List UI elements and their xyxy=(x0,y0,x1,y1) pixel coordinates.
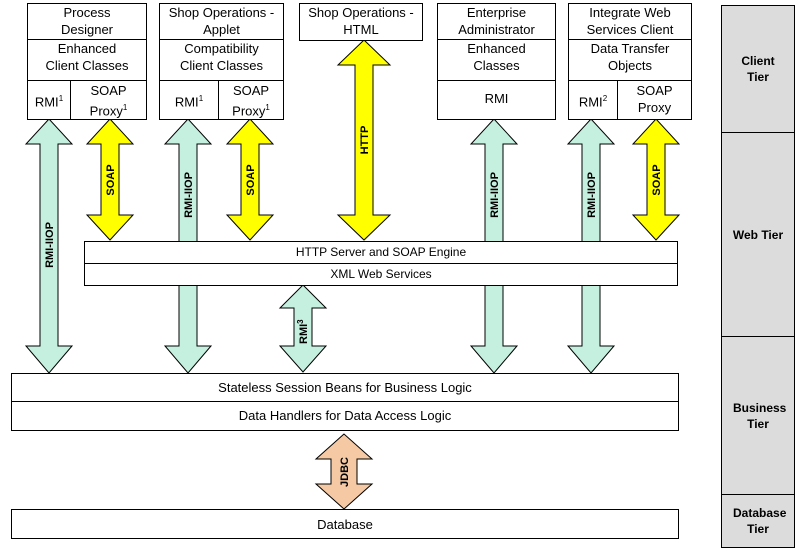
process-designer-soap-cell xyxy=(70,80,147,120)
jdbc-label: JDBC xyxy=(339,457,351,487)
soap-label: SOAP xyxy=(245,164,257,195)
shop-applet-soap: SOAP Proxy1 xyxy=(232,83,270,119)
data-handlers-label: Data Handlers for Data Access Logic xyxy=(238,408,452,423)
client-tier: Client Tier xyxy=(721,5,795,133)
web-tier: Web Tier xyxy=(721,132,795,337)
web-services-client-classes: Data Transfer Objects xyxy=(590,41,670,73)
http-arrow: HTTP xyxy=(336,39,392,241)
enterprise-admin-title: Enterprise Administrator xyxy=(458,5,535,37)
jdbc-arrow: JDBC xyxy=(314,433,374,510)
enterprise-admin-classes-box xyxy=(437,39,556,81)
soap-label: SOAP xyxy=(651,164,663,195)
process-designer-classes: Enhanced Client Classes xyxy=(45,41,129,73)
shop-applet-title: Shop Operations - Applet xyxy=(168,5,275,37)
soap-arrow-applet: SOAP xyxy=(225,118,275,241)
database-label: Database xyxy=(317,517,373,532)
shop-applet-classes: Compatibility Client Classes xyxy=(179,41,264,73)
process-designer-classes-box xyxy=(27,39,147,81)
database-box xyxy=(11,509,679,539)
data-handlers-box xyxy=(11,401,679,431)
soap-label: SOAP xyxy=(105,164,117,195)
web-services-client-soap-cell xyxy=(617,80,692,120)
http-label: HTTP xyxy=(359,126,371,155)
process-designer-rmi: RMI1 xyxy=(34,94,64,110)
session-beans-label: Stateless Session Beans for Business Log… xyxy=(218,380,472,395)
shop-applet-rmi: RMI1 xyxy=(174,94,204,110)
rmi-iiop-arrow-process-designer: RMI-IIOP xyxy=(24,118,74,374)
rmi-iiop-label: RMI-IIOP xyxy=(44,222,56,268)
shop-applet-soap-cell xyxy=(218,80,284,120)
rmi-iiop-label: RMI-IIOP xyxy=(183,172,195,218)
shop-html-title: Shop Operations - HTML xyxy=(308,5,414,37)
xml-services-box xyxy=(84,263,678,286)
web-services-client-rmi-cell xyxy=(568,80,618,120)
rmi-iiop-label: RMI-IIOP xyxy=(586,172,598,218)
shop-html-box xyxy=(299,3,423,41)
rmi-iiop-label: RMI-IIOP xyxy=(489,172,501,218)
shop-applet-rmi-cell xyxy=(159,80,219,120)
enterprise-admin-rmi: RMI xyxy=(484,91,509,106)
enterprise-admin-classes: Enhanced Classes xyxy=(467,41,526,73)
xml-services-label: XML Web Services xyxy=(330,267,432,281)
http-server-label: HTTP Server and SOAP Engine xyxy=(295,245,467,259)
web-services-client-rmi: RMI2 xyxy=(578,94,608,110)
rmi3-label: RMI3 xyxy=(296,319,310,344)
process-designer-soap: SOAP Proxy1 xyxy=(89,83,128,119)
database-tier: Database Tier xyxy=(721,494,795,548)
rmi3-arrow: RMI3 xyxy=(278,284,328,373)
process-designer-title: Process Designer xyxy=(60,5,114,37)
business-tier: Business Tier xyxy=(721,336,795,495)
enterprise-admin-rmi-cell xyxy=(437,80,556,120)
web-services-client-soap: SOAP Proxy xyxy=(636,83,673,115)
soap-arrow-web-services-client: SOAP xyxy=(631,118,681,241)
shop-applet-classes-box xyxy=(159,39,284,81)
web-services-client-classes-box xyxy=(568,39,692,81)
web-services-client-title: Integrate Web Services Client xyxy=(586,5,674,37)
soap-arrow-process-designer: SOAP xyxy=(85,118,135,241)
